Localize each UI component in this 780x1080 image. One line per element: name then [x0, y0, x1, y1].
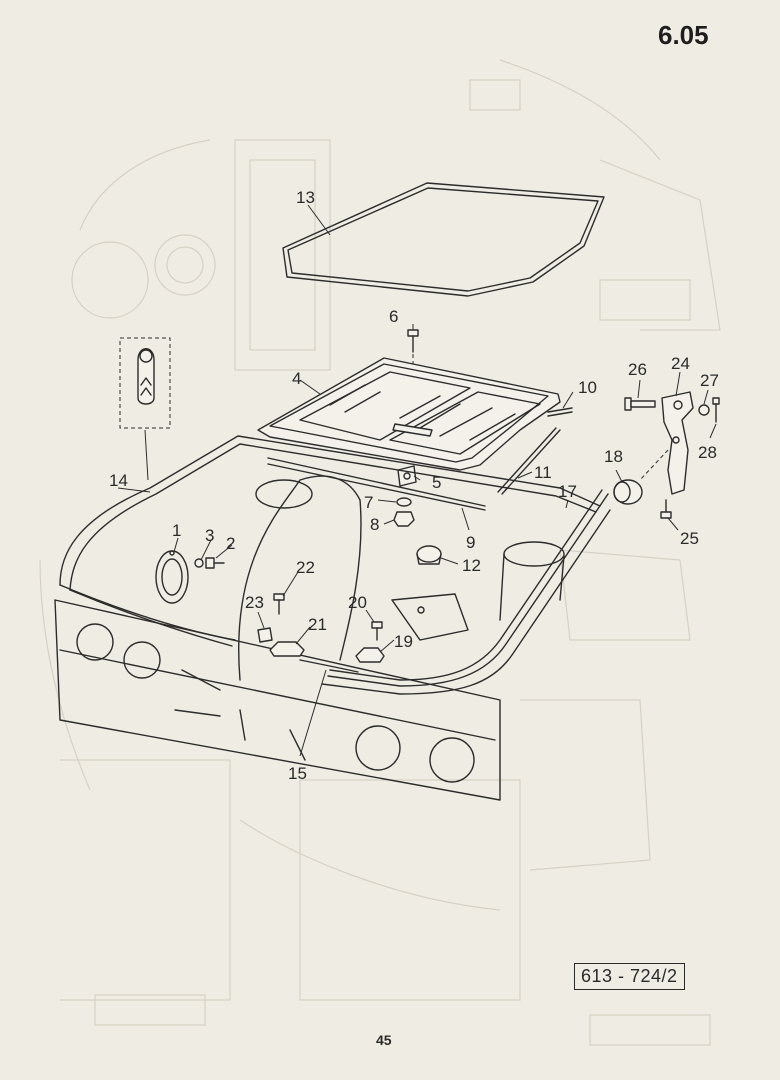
body-structure: [54, 475, 565, 801]
part-18-bushing: [613, 479, 643, 505]
callout-28: 28: [698, 443, 717, 462]
callout-18: 18: [604, 447, 623, 466]
part-17-seal-strip: [321, 489, 611, 695]
part-10-strip: [547, 407, 573, 417]
background-ghost-artwork: [39, 59, 721, 1046]
part-25-screw: [660, 499, 672, 519]
part-1-grommet: [155, 550, 189, 604]
callout-20: 20: [348, 593, 367, 612]
part-26-pin: [624, 397, 656, 411]
callout-11: 11: [534, 463, 552, 482]
callout-23: 23: [245, 593, 264, 612]
callout-13: 13: [296, 188, 315, 207]
drawing-reference-code: 613 - 724/2: [574, 963, 685, 990]
part-14-body-seal: [59, 435, 601, 647]
part-15-seal-strip: [299, 659, 359, 673]
callout-12: 12: [462, 556, 481, 575]
part-2-screw: [205, 557, 225, 569]
part-7-washer: [396, 497, 412, 507]
callout-26: 26: [628, 360, 647, 379]
part-23-clip: [257, 627, 273, 643]
part-20-screw: [371, 621, 383, 641]
callout-19: 19: [394, 632, 413, 651]
callout-15: 15: [288, 764, 307, 783]
part-12-plug: [416, 545, 442, 565]
part-24-hinge: [639, 391, 694, 495]
part-19-bracket: [355, 647, 385, 663]
part-28-screw: [712, 397, 720, 423]
callout-14: 14: [109, 471, 128, 490]
callout-17: 17: [558, 482, 577, 501]
callout-4: 4: [292, 369, 301, 388]
callout-21: 21: [308, 615, 327, 634]
part-5-clip: [397, 465, 417, 487]
part-4-cover-panel: [257, 357, 561, 471]
part-11-strip: [497, 427, 561, 495]
callout-27: 27: [700, 371, 719, 390]
callout-9: 9: [466, 533, 475, 552]
section-number: 6.05: [658, 20, 709, 50]
callout-6: 6: [389, 307, 398, 326]
leader-lines: [117, 204, 717, 757]
callout-labels: 13 6 4 10 26 24 27 28 5 11 18 14 7 8 17 …: [109, 188, 719, 783]
part-22-screw: [273, 593, 285, 615]
part-13-window-seal: [282, 182, 605, 297]
seal-cross-section-inset: [119, 337, 171, 481]
callout-2: 2: [226, 534, 235, 553]
page-number: 45: [376, 1032, 392, 1048]
part-8-nut: [393, 511, 415, 527]
callout-1: 1: [172, 521, 181, 540]
callout-10: 10: [578, 378, 597, 397]
callout-3: 3: [205, 526, 214, 545]
callout-7: 7: [364, 493, 373, 512]
part-3-washer: [194, 558, 204, 568]
part-9-strip: [267, 457, 486, 511]
callout-8: 8: [370, 515, 379, 534]
part-27-washer: [698, 404, 710, 416]
callout-5: 5: [432, 473, 441, 492]
callout-22: 22: [296, 558, 315, 577]
callout-24: 24: [671, 354, 690, 373]
part-21-bracket: [269, 641, 305, 657]
callout-25: 25: [680, 529, 699, 548]
